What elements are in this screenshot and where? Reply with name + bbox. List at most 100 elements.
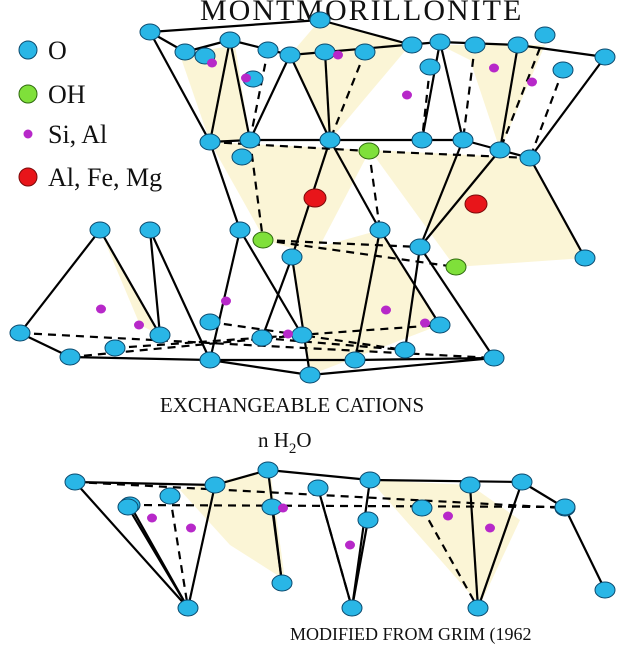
bond-edge: [350, 519, 370, 609]
hidden-bond-edge: [248, 49, 270, 141]
oxygen-atom: [174, 43, 196, 61]
oxygen-atom: [401, 36, 423, 54]
si-al-cation: [278, 503, 288, 513]
bond-edge: [517, 43, 606, 59]
water-label-suffix: O: [296, 428, 311, 452]
bond-edge: [99, 229, 161, 336]
bond-edge: [228, 39, 252, 141]
oxygen-atom: [9, 324, 31, 342]
oxygen-atom: [204, 476, 226, 494]
bond-edge: [329, 139, 381, 231]
hydroxyl-group: [252, 231, 274, 249]
bond-edge: [418, 139, 465, 248]
hidden-bond-edge: [262, 238, 457, 269]
oxygen-atom: [419, 58, 441, 76]
bond-edge: [419, 149, 501, 248]
si-al-cation: [186, 523, 196, 533]
hidden-bond-edge: [261, 336, 406, 352]
oxygen-atom: [594, 581, 616, 599]
oxygen-atom: [319, 131, 341, 149]
legend: O OH Si, Al Al, Fe, Mg: [18, 36, 162, 192]
bond-edge: [438, 41, 465, 141]
oxygen-atom: [464, 36, 486, 54]
si-al-cation: [485, 523, 495, 533]
hydroxyl-group: [358, 142, 380, 160]
si-al-cation: [345, 540, 355, 550]
oxygen-atom: [257, 461, 279, 479]
si-al-cation: [527, 77, 537, 87]
hidden-bond-edge: [262, 238, 421, 249]
bond-edge: [74, 481, 189, 609]
hidden-bond-edge: [168, 495, 190, 609]
oxygen-atom: [89, 221, 111, 239]
al-fe-mg-cation: [464, 194, 488, 214]
oxygen-atom: [554, 498, 576, 516]
oxygen-atom: [199, 351, 221, 369]
oxygen-atom: [369, 221, 391, 239]
bond-edge: [498, 44, 520, 151]
oxygen-atom: [552, 61, 574, 79]
al-fe-mg-cation: [303, 188, 327, 208]
bond-edge: [249, 54, 291, 141]
si-al-cation: [420, 318, 430, 328]
hidden-bond-edge: [461, 44, 477, 141]
source-credit: MODIFIED FROM GRIM (1962: [290, 624, 532, 645]
bond-edge: [420, 41, 442, 141]
si-al-cation: [443, 511, 453, 521]
bond-edge: [208, 229, 242, 361]
water-label-prefix: n H: [258, 428, 289, 452]
bond-edge: [127, 506, 189, 609]
bond-edge: [267, 468, 371, 482]
oxygen-atom: [507, 36, 529, 54]
oxygen-atom: [139, 23, 161, 41]
oxygen-atom: [467, 599, 489, 617]
oxygen-atom: [177, 599, 199, 617]
oxygen-atom: [452, 131, 474, 149]
bond-edge: [209, 358, 311, 377]
oxygen-atom: [344, 351, 366, 369]
bond-edge: [323, 51, 332, 141]
oxygen-atom: [199, 133, 221, 151]
oxygen-atom: [239, 131, 261, 149]
oxygen-atom: [489, 141, 511, 159]
oxygen-atom: [64, 473, 86, 491]
si-al-cation: [221, 296, 231, 306]
oxygen-atom: [314, 43, 336, 61]
legend-label-o: O: [48, 36, 67, 65]
si-al-cation: [333, 50, 343, 60]
oxygen-atom: [59, 348, 81, 366]
bond-edge: [419, 246, 495, 359]
bond-edge: [529, 157, 586, 259]
oxygen-atom: [139, 221, 161, 239]
bond-edge: [260, 256, 294, 339]
oxygen-atom: [411, 499, 433, 517]
bond-edge: [290, 256, 312, 376]
bond-edge: [149, 18, 321, 34]
oxygen-atom: [574, 249, 596, 267]
hidden-bond-edge: [421, 507, 479, 609]
bond-edge: [270, 506, 284, 584]
water-label-subscript: 2: [289, 441, 297, 457]
oxygen-atom: [251, 329, 273, 347]
oxygen-atom: [281, 248, 303, 266]
hidden-bond-edge: [316, 487, 354, 609]
bond-edge: [476, 481, 524, 609]
diagram-title: MONTMORILLONITE: [200, 0, 523, 27]
oxygen-atom: [411, 131, 433, 149]
oxygen-atom: [219, 31, 241, 49]
oxygen-atom: [594, 48, 616, 66]
oxygen-atom: [357, 511, 379, 529]
si-al-cation: [96, 304, 106, 314]
oxygen-atom: [394, 341, 416, 359]
bond-edge: [19, 229, 101, 334]
bond-edge: [239, 229, 303, 336]
si-al-cation: [207, 58, 217, 68]
bond-edge: [309, 356, 495, 377]
oxygen-atom: [534, 26, 556, 44]
legend-swatch-o: [18, 40, 38, 60]
bond-edge: [149, 229, 211, 361]
oxygen-atom: [229, 221, 251, 239]
bond-edge: [369, 478, 523, 484]
oxygen-atom: [429, 33, 451, 51]
